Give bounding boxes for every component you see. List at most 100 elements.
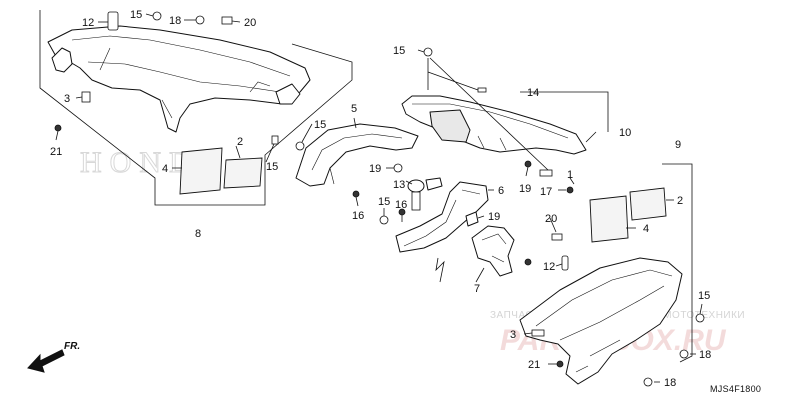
callout-labels: 12 15 18 20 3 21 2 4 15 15 8 5 19 13 16 …: [50, 9, 711, 389]
pad-2-left: [223, 157, 263, 189]
callout-21-right: 21: [528, 359, 540, 371]
part-9-outline: [519, 257, 683, 385]
callout-19-mid: 19: [369, 163, 381, 175]
callout-5: 5: [351, 103, 357, 115]
fastener-14-a: [477, 87, 487, 93]
callout-20-right: 20: [545, 213, 557, 225]
part-10-inner-panel: [429, 109, 471, 143]
fastener-18-mid: [679, 349, 689, 359]
callout-18-mid: 18: [699, 349, 711, 361]
front-direction-indicator: FR.: [27, 341, 80, 373]
fastener-15-small: [271, 135, 279, 145]
fastener-3-left: [81, 91, 91, 103]
pad-4-right: [589, 195, 629, 243]
callout-16: 17: [540, 186, 552, 198]
fastener-7-screw: [524, 258, 532, 266]
fastener-18-top: [195, 15, 205, 25]
part-5-outline: [295, 123, 419, 187]
callout-21-left: 21: [50, 146, 62, 158]
part-6-outline: [395, 181, 489, 253]
group-9-frame: [662, 163, 693, 363]
callout-13: 13: [393, 179, 405, 191]
callout-6: 6: [498, 185, 504, 197]
callout-18-top: 18: [169, 15, 181, 27]
callout-20-top: 20: [244, 17, 256, 29]
callout-15-lower: 15: [378, 196, 390, 208]
fastener-16: [566, 186, 574, 194]
callout-19-lower: 19: [519, 183, 531, 195]
group-9-rear-cover-right: [519, 163, 705, 387]
fastener-15-right-top: [423, 47, 433, 57]
part-9-detail: [535, 269, 673, 373]
spring-clip: [435, 257, 445, 283]
rear-cover-left-detail: [71, 35, 293, 119]
part-6-lock-bracket: [352, 163, 489, 283]
callout-12-top: 12: [82, 17, 94, 29]
callout-1: 1: [567, 169, 573, 181]
group-8-rear-cover-left: [39, 10, 353, 206]
fastener-12-right: [561, 255, 569, 271]
lock-key-tab: [425, 177, 443, 191]
callout-14: 14: [527, 87, 539, 99]
callout-7: 7: [474, 283, 480, 295]
part-5-inner-cover: [295, 123, 419, 187]
leader-lines: [55, 13, 703, 383]
fastener-19-right: [465, 211, 479, 227]
callout-15-right-top: 15: [393, 45, 405, 57]
fastener-14-b: [539, 169, 553, 177]
front-arrow-icon: [27, 349, 65, 373]
lock-cylinder-shaft: [411, 191, 421, 211]
part-10-detail: [412, 103, 569, 151]
fastener-15-mid: [295, 141, 305, 151]
callout-3-left: 3: [64, 93, 70, 105]
group-8-frame: [39, 10, 353, 206]
callout-17-a: 16: [352, 210, 364, 222]
part-7-hinge-bracket: [471, 225, 532, 277]
front-direction-label: FR.: [64, 341, 80, 352]
callout-4-right: 4: [643, 223, 649, 235]
rear-cover-left-mount: [51, 47, 73, 73]
diagram-code: MJS4F1800: [710, 384, 761, 394]
callout-15-mid: 15: [314, 119, 326, 131]
lock-cylinder-13: [407, 177, 443, 211]
fastener-21-left: [54, 124, 62, 132]
part-10-outline: [401, 95, 587, 155]
fastener-20-top: [221, 16, 233, 25]
part-5-detail: [311, 133, 403, 185]
callout-4-left: 4: [162, 163, 168, 175]
callout-9: 9: [675, 139, 681, 151]
callout-15-left: 15: [266, 161, 278, 173]
fastener-15-right: [695, 313, 705, 323]
rear-cover-left-bracket: [275, 83, 301, 105]
part-6-detail: [403, 189, 481, 247]
fastener-3-right: [531, 329, 545, 337]
callout-3-right: 3: [510, 329, 516, 341]
fastener-21-right: [556, 360, 564, 368]
callout-15-top: 15: [130, 9, 142, 21]
fastener-19-mid: [393, 163, 403, 173]
fastener-20-right: [551, 233, 563, 241]
callout-2-right: 2: [677, 195, 683, 207]
callout-18-bottom: 18: [664, 377, 676, 389]
callout-8: 8: [195, 228, 201, 240]
pad-4-left: [179, 147, 223, 195]
callout-17-b: 16: [395, 199, 407, 211]
fastener-12-top: [107, 11, 119, 31]
pad-2-right: [629, 187, 667, 221]
fastener-19-right: [524, 160, 532, 168]
fastener-15-lower: [379, 215, 389, 225]
part-7-outline: [471, 225, 515, 277]
part-7-detail: [481, 233, 507, 263]
lock-cylinder-body: [407, 179, 425, 193]
fastener-15-top: [152, 11, 162, 21]
callout-10: 10: [619, 127, 631, 139]
callout-19-right: 19: [488, 211, 500, 223]
part-10-upper-cover-right: [401, 47, 587, 194]
callout-2-left: 2: [237, 136, 243, 148]
rear-cover-left-outline: [47, 25, 311, 133]
fastener-18-bottom: [643, 377, 653, 387]
fastener-17-mid: [352, 190, 360, 198]
callout-15-right: 15: [698, 290, 710, 302]
